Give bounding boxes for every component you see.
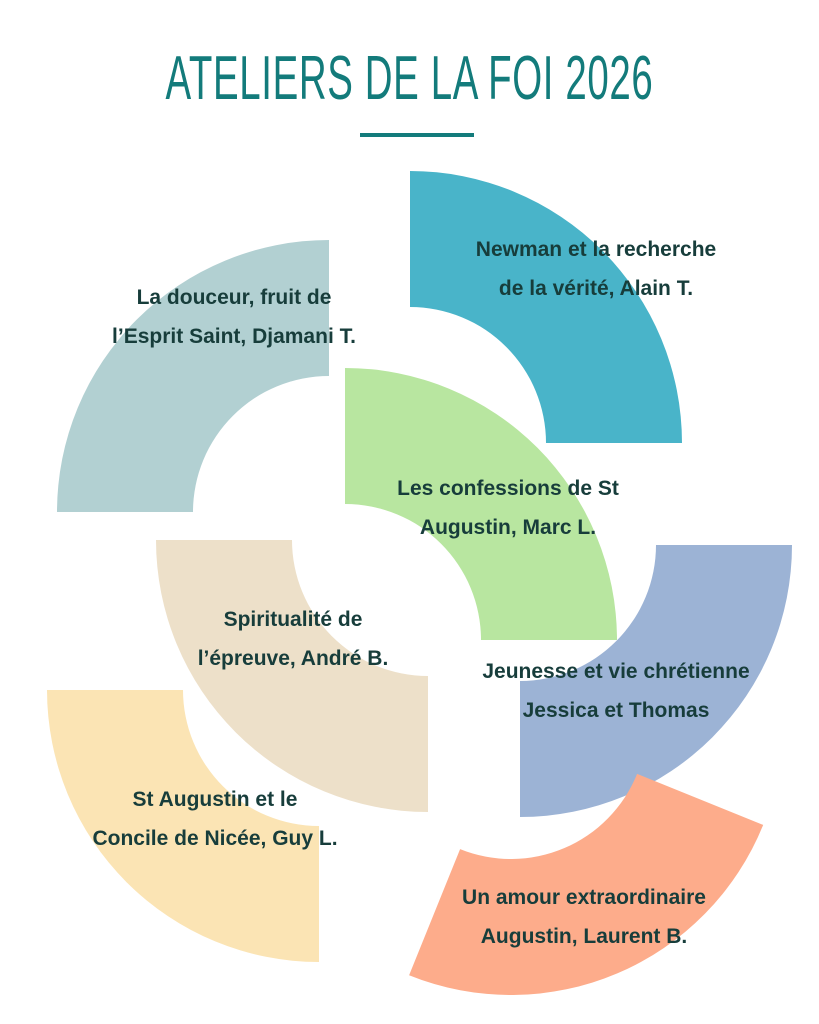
workshop-label-spiritualite: Spiritualité de l’épreuve, André B. <box>198 600 389 678</box>
workshop-title: Newman et la recherche <box>475 238 717 261</box>
shape-amour <box>409 773 764 996</box>
workshop-speaker: Augustin, Laurent B. <box>480 925 688 948</box>
workshop-speaker: l’Esprit Saint, Djamani T. <box>112 325 356 348</box>
page-title: ATELIERS DE LA FOI 2026 <box>0 44 819 114</box>
workshop-label-jeunesse: Jeunesse et vie chrétienne Jessica et Th… <box>482 652 749 730</box>
shape-confessions <box>345 368 617 640</box>
workshop-speaker: Jessica et Thomas <box>522 699 710 722</box>
workshop-label-amour: Un amour extraordinaire Augustin, Lauren… <box>462 878 706 956</box>
shape-nicee <box>47 690 319 962</box>
shape-spiritualite <box>156 540 428 812</box>
shape-newman <box>410 171 682 443</box>
title-text: ATELIERS DE LA FOI 2026 <box>165 44 654 113</box>
workshop-speaker: Concile de Nicée, Guy L. <box>92 827 338 850</box>
workshop-title: St Augustin et le <box>132 788 298 811</box>
workshop-title: La douceur, fruit de <box>136 286 332 309</box>
workshop-speaker: Augustin, Marc L. <box>419 516 597 539</box>
workshop-title: Jeunesse et vie chrétienne <box>482 660 750 683</box>
workshop-speaker: l’épreuve, André B. <box>197 647 389 670</box>
workshop-label-douceur: La douceur, fruit de l’Esprit Saint, Dja… <box>112 278 356 356</box>
workshop-speaker: de la vérité, Alain T. <box>498 277 694 300</box>
workshop-title: Un amour extraordinaire <box>462 886 706 909</box>
workshop-title: Spiritualité de <box>223 608 363 631</box>
workshop-label-nicee: St Augustin et le Concile de Nicée, Guy … <box>92 780 337 858</box>
workshop-label-confessions: Les confessions de St Augustin, Marc L. <box>397 469 619 547</box>
title-underline <box>360 133 474 137</box>
shape-douceur <box>57 240 329 512</box>
workshop-label-newman: Newman et la recherche de la vérité, Ala… <box>476 230 716 308</box>
workshop-title: Les confessions de St <box>397 477 619 500</box>
shape-jeunesse <box>520 545 792 817</box>
